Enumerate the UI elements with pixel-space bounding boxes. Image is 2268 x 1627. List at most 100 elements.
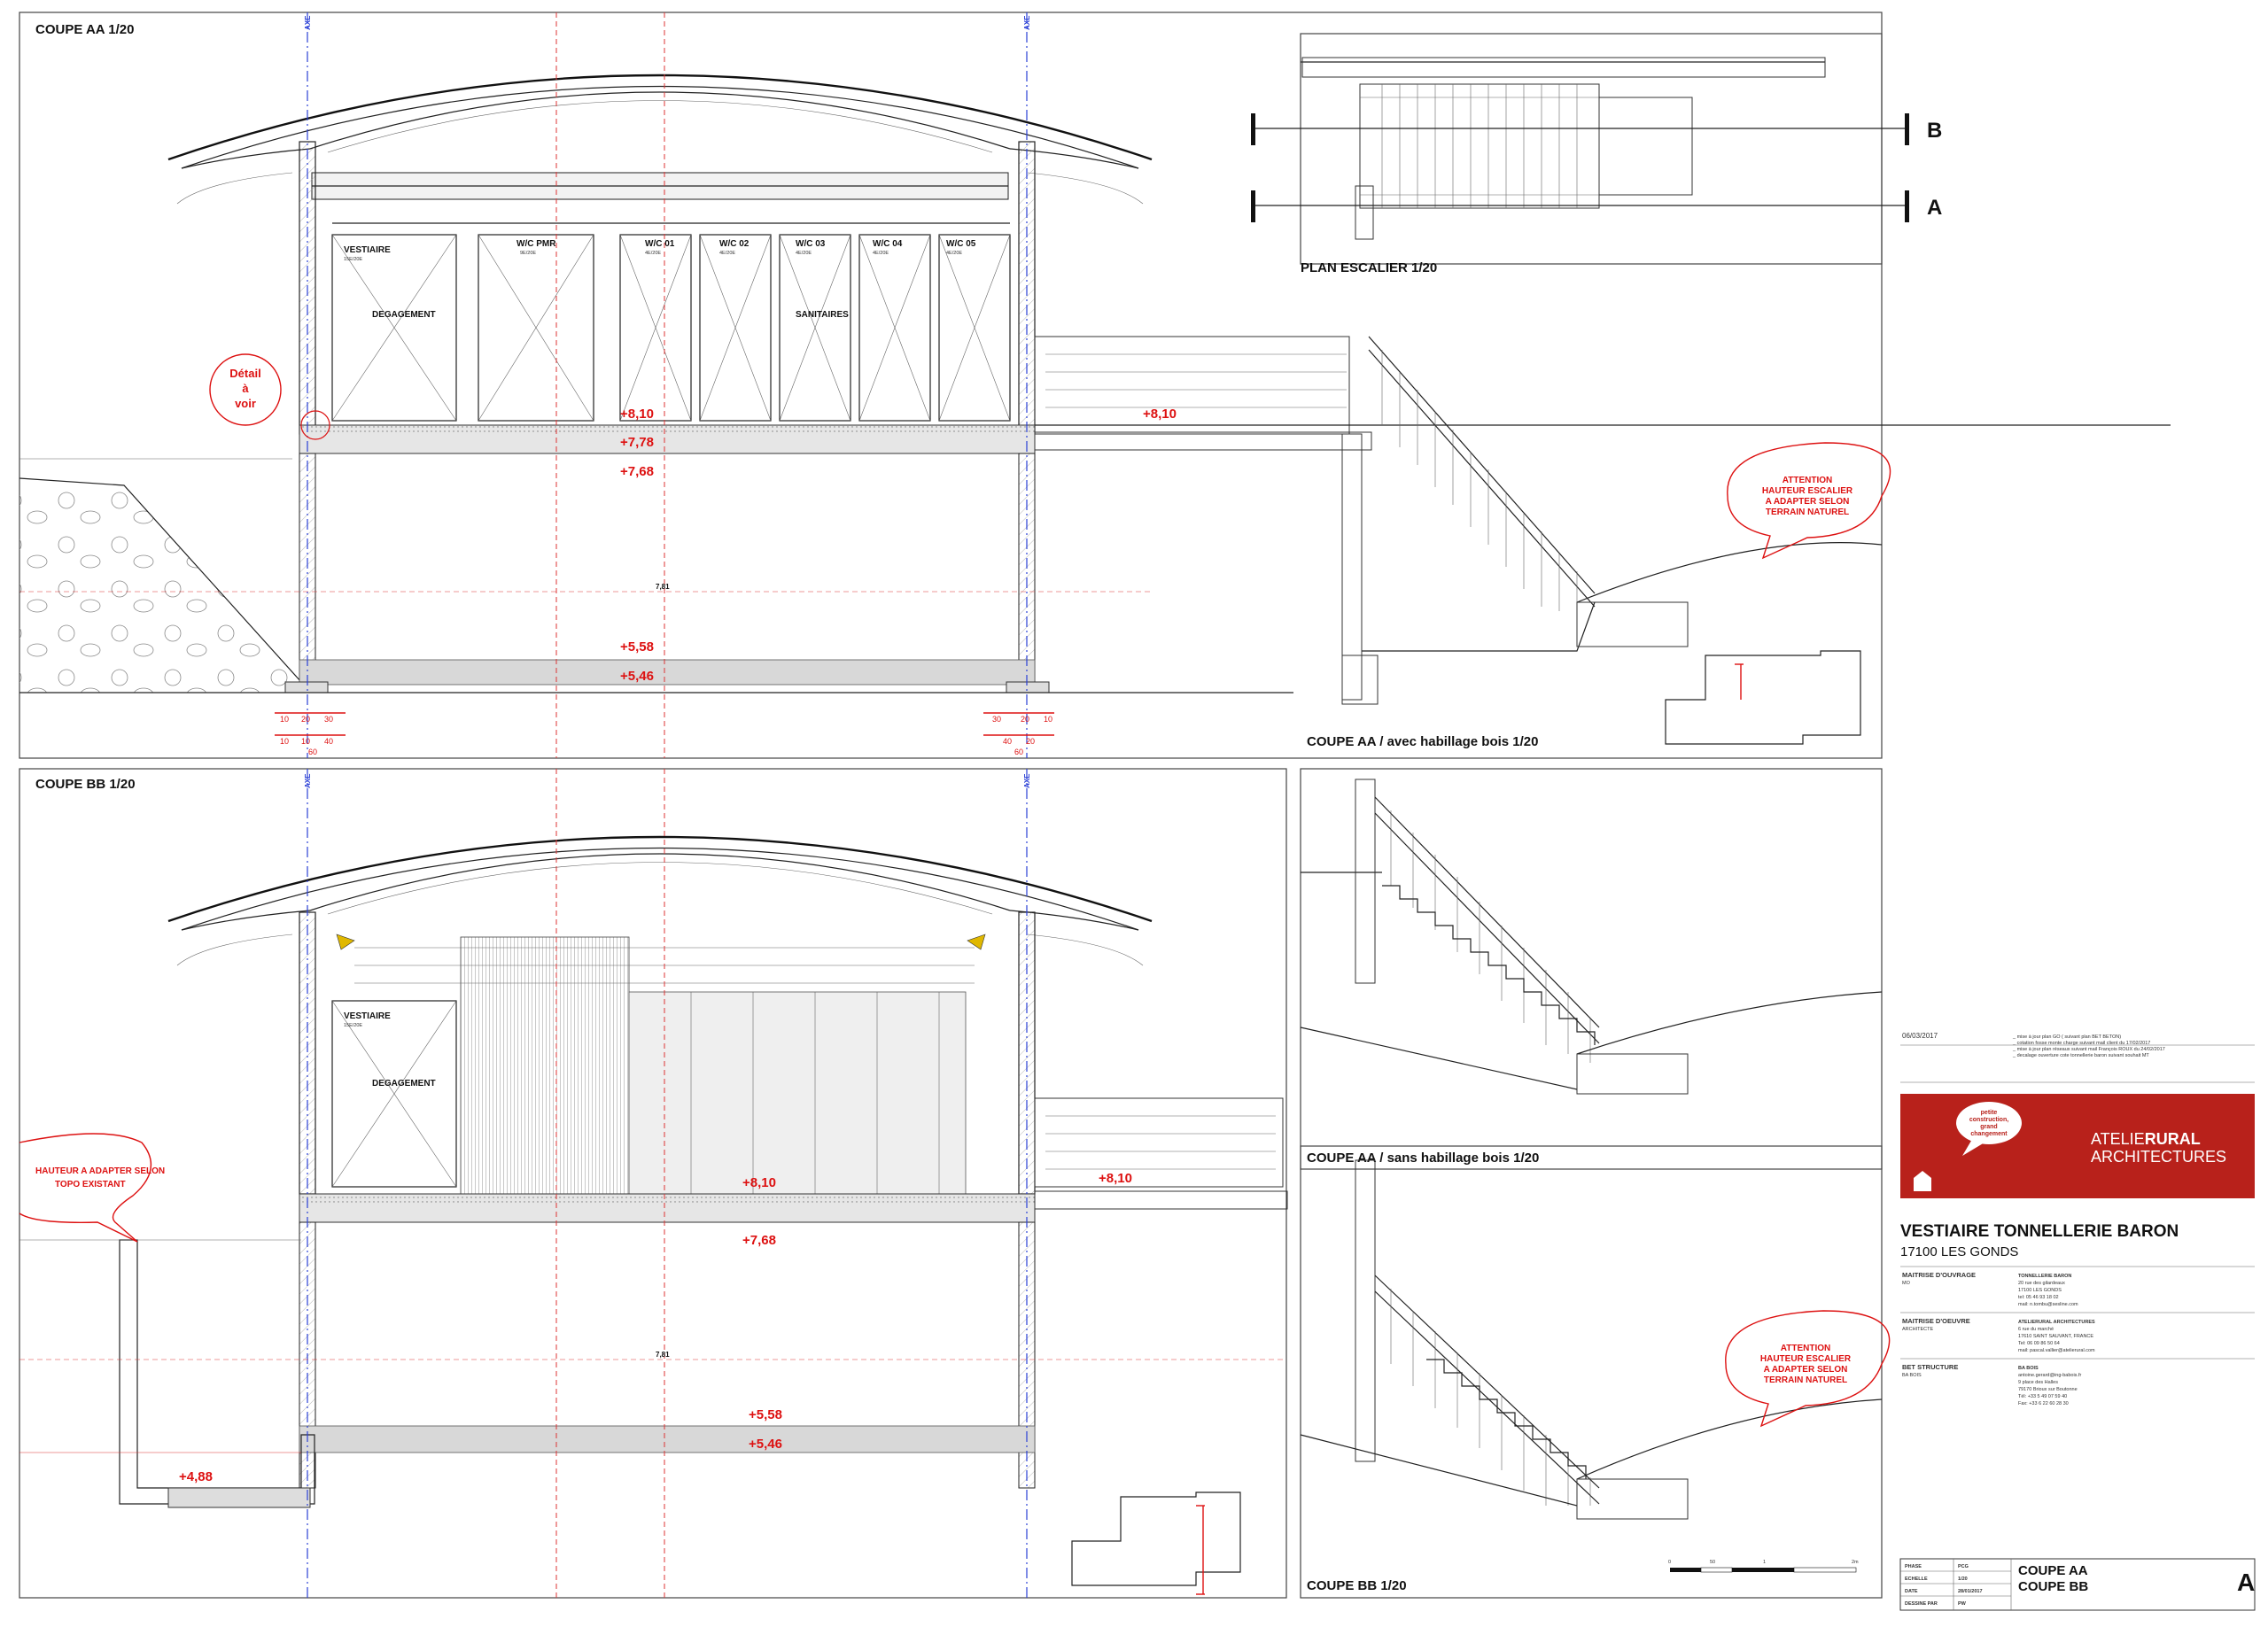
svg-text:4E/20E: 4E/20E: [873, 251, 889, 256]
svg-text:+5,46: +5,46: [749, 1437, 782, 1452]
svg-text:SANITAIRES: SANITAIRES: [796, 310, 849, 320]
svg-text:20 rue des gilardeaux: 20 rue des gilardeaux: [2018, 1281, 2065, 1286]
roof-vault-aa: [167, 74, 1153, 161]
hauteur-topo-bubble: [19, 1133, 152, 1243]
atelierural-logo: [1900, 1094, 2255, 1198]
svg-text:tel: 05 46 93 18 02: tel: 05 46 93 18 02: [2018, 1295, 2059, 1300]
svg-text:mail: n.tombu@sesline.com: mail: n.tombu@sesline.com: [2018, 1302, 2078, 1307]
coupe-aa-sans-habillage: COUPE AA / sans habillage bois 1/20: [1300, 779, 1883, 1166]
svg-text:7,81: 7,81: [656, 1351, 670, 1359]
coupe-aa-sans-title: COUPE AA / sans habillage bois 1/20: [1307, 1151, 1539, 1166]
svg-text:BA BOIS: BA BOIS: [1902, 1373, 1922, 1378]
revision-date: 06/03/2017: [1902, 1032, 1938, 1040]
svg-text:2m: 2m: [1852, 1560, 1859, 1565]
svg-text:ARCHITECTE: ARCHITECTE: [1902, 1327, 1933, 1332]
svg-text:+8,10: +8,10: [1099, 1171, 1132, 1186]
partitions-aa: [331, 222, 1011, 422]
svg-text:60: 60: [1014, 748, 1023, 756]
svg-text:voir: voir: [235, 397, 256, 410]
svg-text:_ cotation fosse monte charge: _ cotation fosse monte charge suivant ma…: [2012, 1041, 2150, 1046]
panel-aa-sans-habillage: [1300, 768, 1883, 1170]
sheet-index: A: [2237, 1569, 2255, 1596]
panel-coupe-bb: [19, 768, 1287, 1599]
ground-slab-aa: [299, 659, 1036, 686]
svg-text:1: 1: [1763, 1560, 1766, 1565]
svg-text:+7,78: +7,78: [620, 435, 654, 450]
terrain-left-aa: [19, 478, 301, 693]
plan-escalier: B A PLAN ESCALIER 1/20: [1251, 57, 1942, 275]
svg-text:10: 10: [280, 737, 289, 746]
svg-text:28/01/2017: 28/01/2017: [1958, 1589, 1983, 1594]
svg-text:+8,10: +8,10: [620, 407, 654, 422]
svg-text:+5,46: +5,46: [620, 669, 654, 684]
svg-text:79170 Brioux sur Boutonne: 79170 Brioux sur Boutonne: [2018, 1387, 2078, 1392]
sheet-title-2: COUPE BB: [2018, 1579, 2088, 1594]
panel-coupe-aa: [19, 12, 1883, 759]
svg-text:20: 20: [1021, 715, 1029, 724]
fosse-monte-charge: [119, 1239, 315, 1505]
svg-text:10: 10: [1044, 715, 1052, 724]
panel-plan-escalier: [1300, 33, 1883, 265]
svg-text:MAITRISE D'OUVRAGE: MAITRISE D'OUVRAGE: [1902, 1271, 1976, 1279]
svg-text:+8,10: +8,10: [1143, 407, 1177, 422]
svg-text:9 place des Halles: 9 place des Halles: [2018, 1380, 2058, 1385]
svg-text:W/C 04: W/C 04: [873, 239, 903, 249]
svg-text:changement: changement: [1970, 1131, 2008, 1137]
wood-cladding-bb: [460, 936, 630, 1195]
svg-text:4E/20E: 4E/20E: [719, 251, 735, 256]
scale-bar: 0 50 1 2m: [1668, 1560, 1859, 1573]
project-location: 17100 LES GONDS: [1900, 1244, 2018, 1259]
project-title: VESTIAIRE TONNELLERIE BARON: [1900, 1222, 2179, 1241]
coupe-bb-section: COUPE BB 1/20 VESTIAIRE 15E/20E DEGAGEME…: [19, 769, 1288, 1598]
coupe-bb-small: ATTENTION HAUTEUR ESCALIER A ADAPTER SEL…: [1300, 1159, 1891, 1593]
svg-text:6 rue du marché: 6 rue du marché: [2018, 1327, 2054, 1332]
svg-text:AXE: AXE: [304, 15, 312, 30]
svg-text:40: 40: [1003, 737, 1012, 746]
coupe-bb-small-title: COUPE BB 1/20: [1307, 1578, 1407, 1593]
svg-text:MAITRISE D'OEUVRE: MAITRISE D'OEUVRE: [1902, 1317, 1970, 1325]
svg-text:HAUTEUR ESCALIER: HAUTEUR ESCALIER: [1760, 1354, 1852, 1364]
svg-text:17100 LES GONDS: 17100 LES GONDS: [2018, 1288, 2062, 1293]
svg-text:ATELIERURAL: ATELIERURAL: [2091, 1130, 2201, 1148]
svg-text:Fax: +33 6 22 60 28 30: Fax: +33 6 22 60 28 30: [2018, 1401, 2069, 1406]
svg-text:mail: pascal.vallier@atelierur: mail: pascal.vallier@atelierural.com: [2018, 1348, 2095, 1353]
svg-text:30: 30: [992, 715, 1001, 724]
roof-vault-bb: [167, 835, 1153, 923]
svg-text:TOPO EXISTANT: TOPO EXISTANT: [55, 1180, 126, 1189]
svg-text:10: 10: [301, 737, 310, 746]
svg-text:BET STRUCTURE: BET STRUCTURE: [1902, 1363, 1958, 1371]
svg-text:20: 20: [1026, 737, 1035, 746]
svg-text:1/20: 1/20: [1958, 1577, 1968, 1582]
svg-text:A ADAPTER SELON: A ADAPTER SELON: [1766, 497, 1850, 507]
svg-text:DEGAGEMENT: DEGAGEMENT: [372, 1079, 436, 1089]
svg-text:15E/20E: 15E/20E: [344, 257, 362, 262]
svg-text:ATELIERURAL ARCHITECTURES: ATELIERURAL ARCHITECTURES: [2018, 1320, 2095, 1325]
svg-text:30: 30: [324, 715, 333, 724]
svg-text:ATTENTION: ATTENTION: [1783, 476, 1832, 485]
sheet-title-1: COUPE AA: [2018, 1563, 2088, 1578]
svg-text:PCG: PCG: [1958, 1564, 1969, 1569]
svg-text:50: 50: [1710, 1560, 1715, 1565]
svg-text:petite: petite: [1981, 1110, 1998, 1116]
attention-bubble-bottom: [1725, 1310, 1891, 1428]
svg-text:TERRAIN NATUREL: TERRAIN NATUREL: [1766, 507, 1849, 517]
plan-escalier-title: PLAN ESCALIER 1/20: [1301, 260, 1437, 275]
coupe-aa-title: COUPE AA 1/20: [35, 22, 134, 37]
svg-text:DESSINE PAR: DESSINE PAR: [1905, 1601, 1938, 1607]
svg-text:HAUTEUR A ADAPTER SELON: HAUTEUR A ADAPTER SELON: [35, 1166, 165, 1176]
svg-text:MO: MO: [1902, 1281, 1911, 1286]
svg-text:AXE: AXE: [304, 773, 312, 788]
svg-text:10: 10: [280, 715, 289, 724]
svg-text:7,81: 7,81: [656, 583, 670, 591]
svg-text:DEGAGEMENT: DEGAGEMENT: [372, 310, 436, 320]
svg-text:0: 0: [1668, 1560, 1671, 1565]
svg-text:W/C 01: W/C 01: [645, 239, 675, 249]
svg-text:_ mise à jour plan réseaux sui: _ mise à jour plan réseaux suivant mail …: [2012, 1047, 2165, 1052]
svg-text:9E/20E: 9E/20E: [520, 251, 536, 256]
svg-text:W/C 05: W/C 05: [946, 239, 976, 249]
svg-text:TONNELLERIE BARON: TONNELLERIE BARON: [2018, 1274, 2071, 1279]
svg-text:antoine.gerard@ing-babois.fr: antoine.gerard@ing-babois.fr: [2018, 1373, 2081, 1378]
svg-text:grand: grand: [1980, 1124, 1997, 1130]
svg-text:PHASE: PHASE: [1905, 1564, 1922, 1569]
